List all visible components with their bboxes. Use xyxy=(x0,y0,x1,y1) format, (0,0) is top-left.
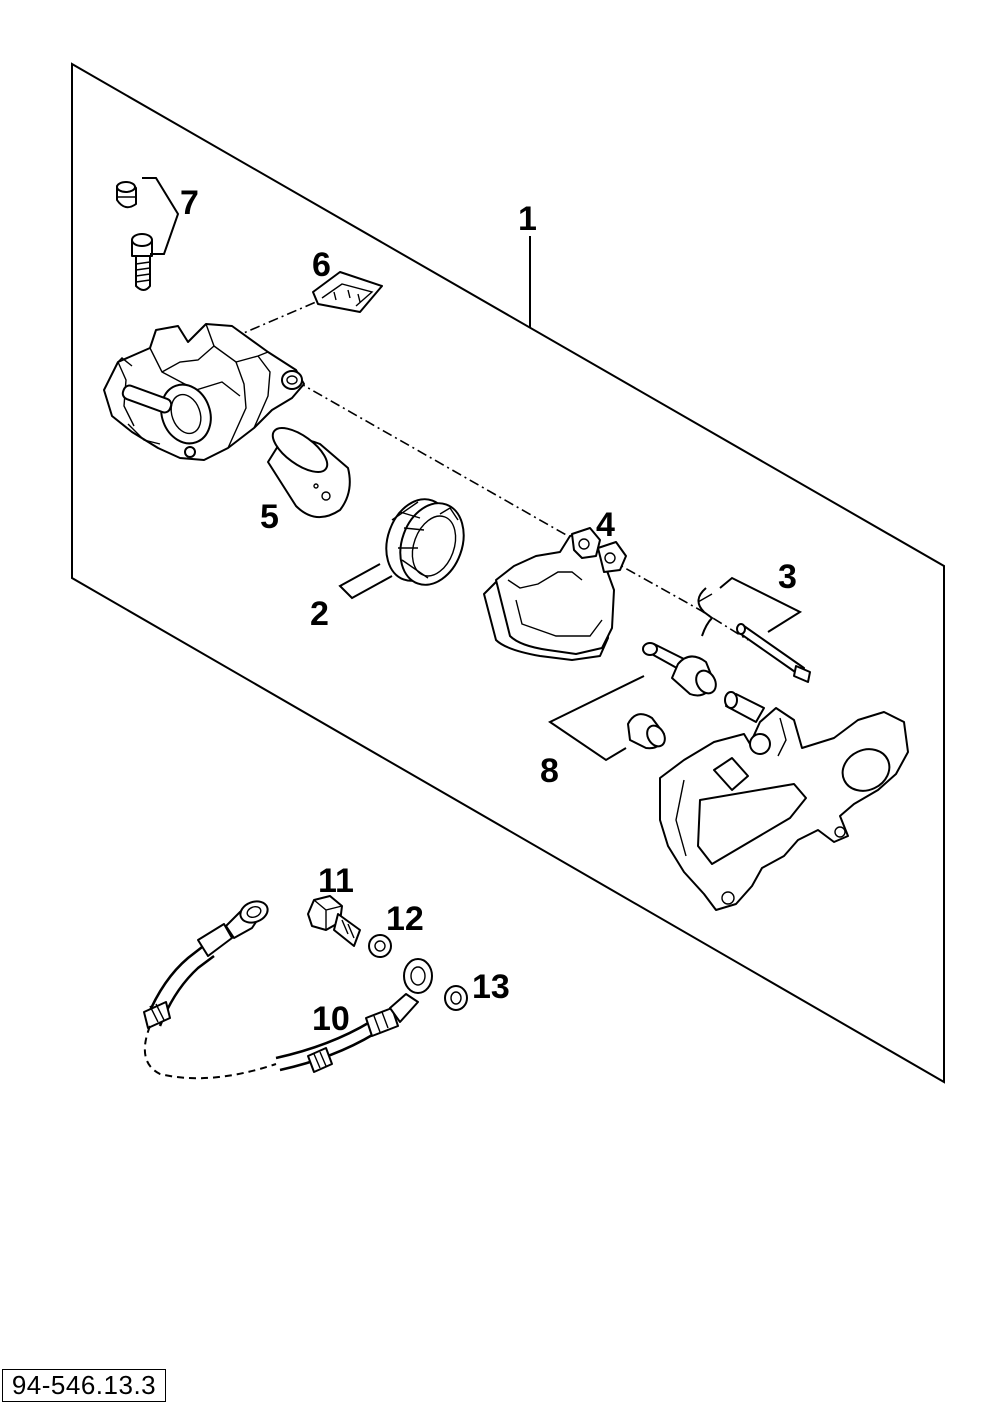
callout-5: 5 xyxy=(260,498,279,536)
guide-pin-upper xyxy=(642,642,717,697)
assembly-centerline xyxy=(295,380,749,641)
bleeder-valve-parts xyxy=(116,177,180,291)
callout-10: 10 xyxy=(312,1000,350,1038)
pad-pin-centerline xyxy=(231,295,331,339)
callout-12: 12 xyxy=(386,900,424,938)
callout-4: 4 xyxy=(596,506,615,544)
callout-3: 3 xyxy=(778,558,797,596)
leader-8 xyxy=(548,675,645,762)
piston-seals xyxy=(385,498,465,586)
pad-spring-clip xyxy=(312,271,383,313)
guide-pin-lower xyxy=(724,691,765,723)
caliper-body xyxy=(103,323,305,461)
bleeder-cap xyxy=(116,181,137,209)
bleeder-screw xyxy=(131,233,153,291)
callout-13: 13 xyxy=(472,968,510,1006)
brake-hose xyxy=(143,900,433,1080)
brake-pads xyxy=(483,527,627,661)
guide-pins-and-bushings xyxy=(627,642,765,750)
assembly-frame xyxy=(71,62,945,1084)
callout-2: 2 xyxy=(310,595,329,633)
caliper-bracket xyxy=(659,707,909,911)
callout-6: 6 xyxy=(312,246,331,284)
callout-11: 11 xyxy=(318,862,354,900)
callout-8: 8 xyxy=(540,752,559,790)
pad-pin-and-clip xyxy=(697,587,811,683)
leader-7 xyxy=(142,177,180,255)
washer-12 xyxy=(368,934,392,958)
callout-7: 7 xyxy=(180,184,199,222)
leader-3 xyxy=(719,576,803,633)
washer-13 xyxy=(444,985,468,1011)
guide-bushing xyxy=(627,713,666,750)
diagram-reference-number: 94-546.13.3 xyxy=(2,1369,166,1402)
banjo-bolt xyxy=(307,895,361,947)
piston xyxy=(267,427,351,518)
leader-2 xyxy=(338,563,393,600)
callout-1: 1 xyxy=(518,200,537,238)
